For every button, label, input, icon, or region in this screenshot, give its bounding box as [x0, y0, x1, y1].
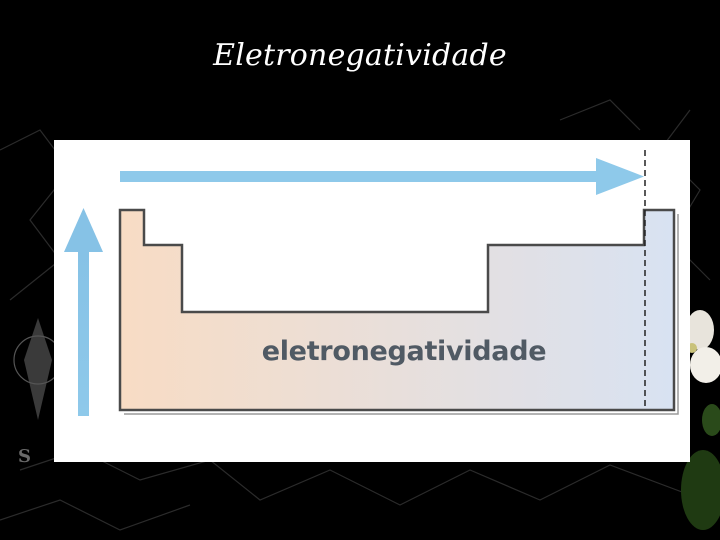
vertical-arrow [64, 208, 103, 416]
periodic-table-outline [118, 208, 679, 415]
table-label: eletronegatividade [261, 336, 547, 367]
svg-text:S: S [18, 446, 31, 467]
periodic-table-figure: eletronegatividade [54, 140, 690, 462]
slide-title: Eletronegatividade [213, 38, 507, 73]
horizontal-arrow [120, 158, 644, 195]
flower-icon [681, 310, 720, 530]
